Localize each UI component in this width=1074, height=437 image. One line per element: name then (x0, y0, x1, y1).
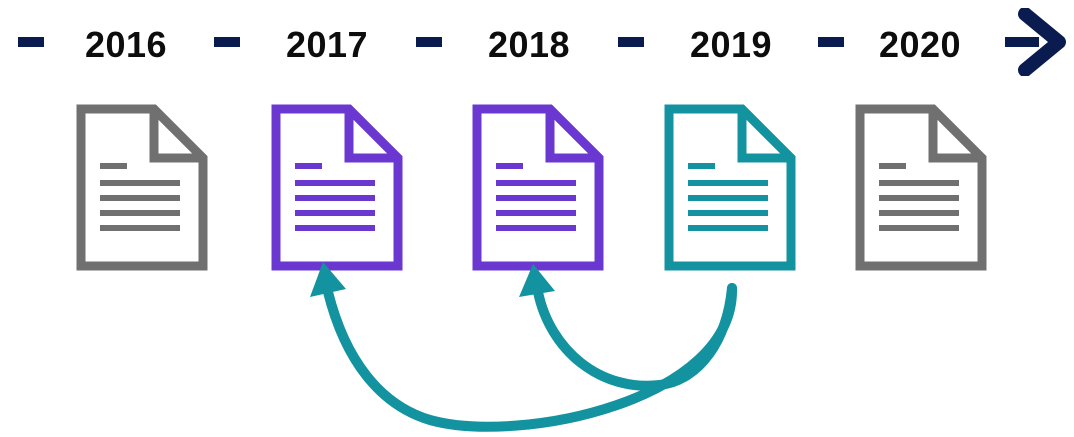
reference-arrow-2019-to-2018 (533, 283, 737, 391)
year-label-2020: 2020 (878, 24, 962, 65)
timeline-dash (618, 37, 644, 47)
timeline-dash (818, 37, 844, 47)
document-icon (664, 104, 796, 271)
arrowhead-icon (310, 262, 346, 297)
arrow-right-icon (1005, 8, 1066, 76)
year-label-2018: 2018 (487, 24, 571, 65)
document-icon (76, 104, 208, 271)
arrowhead-icon (519, 264, 555, 297)
year-label-2017: 2017 (285, 24, 369, 65)
year-label-2019: 2019 (689, 24, 773, 65)
document-icon (271, 104, 403, 271)
timeline-dash (416, 37, 442, 47)
timeline: 2016 2017 2018 2019 2020 (0, 0, 1074, 90)
timeline-dash (214, 37, 240, 47)
reference-arrow-2019-to-2017 (323, 283, 738, 432)
timeline-dash (18, 37, 44, 47)
document-icon (855, 104, 987, 271)
document-icon (472, 104, 604, 271)
year-label-2016: 2016 (84, 24, 168, 65)
